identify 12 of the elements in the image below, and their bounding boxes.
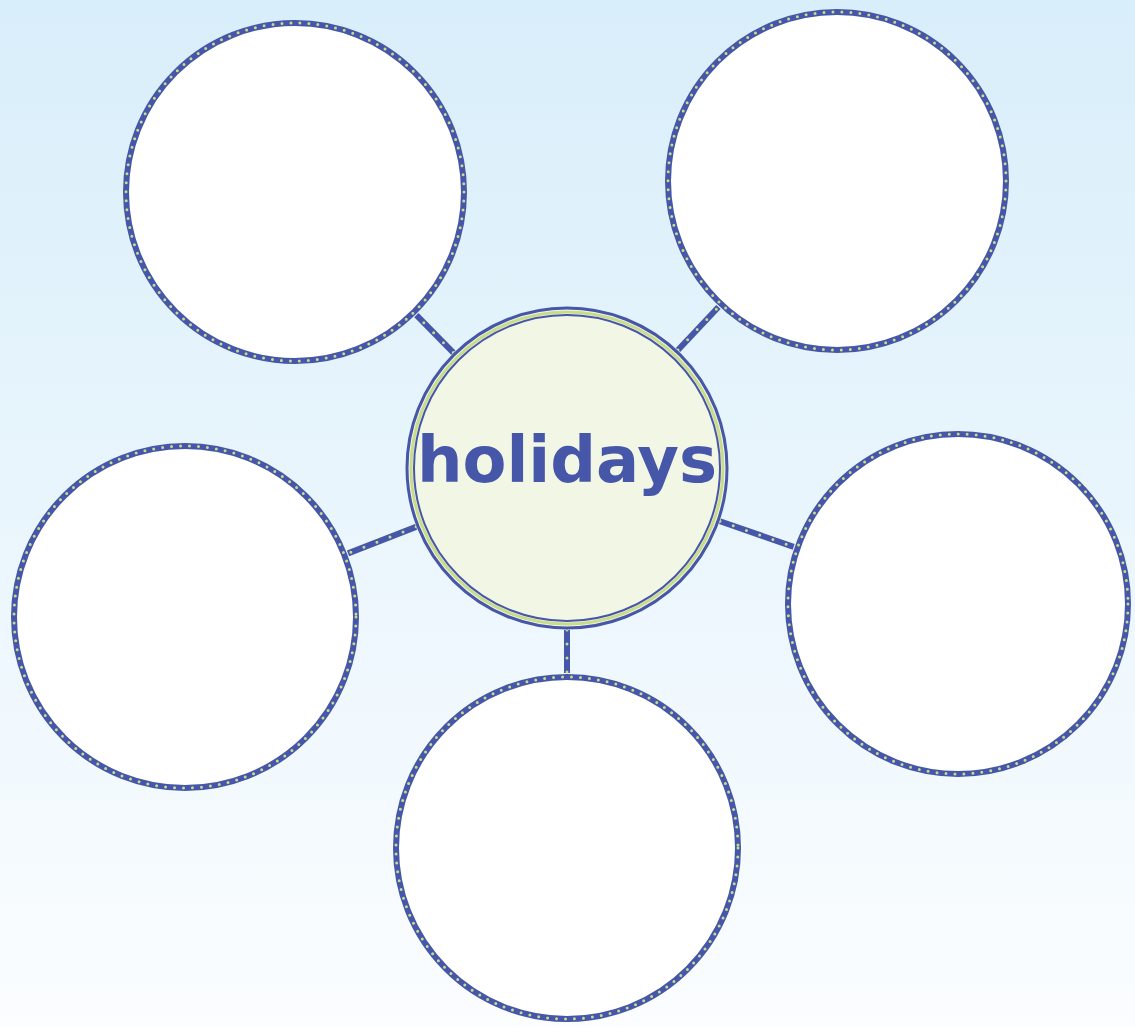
empty-circle xyxy=(784,430,1132,778)
connector-line xyxy=(675,304,721,353)
connector-line xyxy=(414,313,456,355)
empty-circle xyxy=(10,442,360,792)
empty-circle xyxy=(664,8,1010,354)
connector-line xyxy=(718,518,796,550)
empty-circle xyxy=(122,19,468,365)
topic-label: holidays xyxy=(416,428,718,499)
center-circle xyxy=(405,306,729,630)
empty-circle xyxy=(392,673,742,1023)
connector-line xyxy=(564,628,570,675)
connector-line xyxy=(346,524,418,557)
